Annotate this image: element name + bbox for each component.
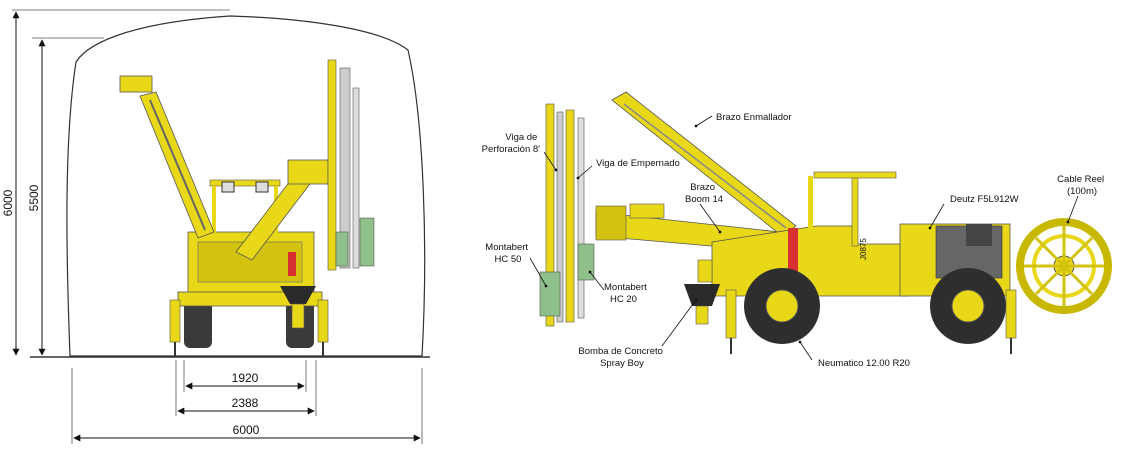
width-track-label: 1920 — [232, 371, 259, 385]
height-outer-label: 6000 — [1, 189, 15, 216]
tunnel-profile — [66, 15, 426, 357]
width-machine-label: 2388 — [232, 396, 259, 410]
side-view: J0875 Viga de Perforación 8' Viga de Emp… — [482, 91, 1112, 369]
callout-montabert-hc20: Montabert HC 20 — [604, 282, 649, 305]
callout-montabert-hc50: Montabert HC 50 — [485, 242, 530, 265]
callout-viga-empernado: Viga de Empernado — [596, 158, 680, 169]
callout-viga-perforacion: Viga de Perforación 8' — [482, 132, 541, 155]
callout-brazo-enmallador: Brazo Enmallador — [716, 112, 792, 123]
front-view: 6000 5500 — [1, 9, 430, 444]
callout-bomba-concreto: Bomba de Concreto Spray Boy — [578, 346, 665, 369]
callout-neumatico: Neumatico 12.00 R20 — [818, 358, 910, 369]
front-machine — [119, 59, 375, 356]
callout-brazo-boom: Brazo Boom 14 — [685, 182, 723, 205]
width-tunnel-label: 6000 — [233, 423, 260, 437]
cable-reel — [1016, 218, 1112, 314]
height-inner-label: 5500 — [27, 184, 41, 211]
callout-deutz: Deutz F5L912W — [950, 194, 1019, 205]
vehicle-serial: J0875 — [859, 238, 868, 260]
callout-cable-reel: Cable Reel (100m) — [1057, 174, 1107, 197]
